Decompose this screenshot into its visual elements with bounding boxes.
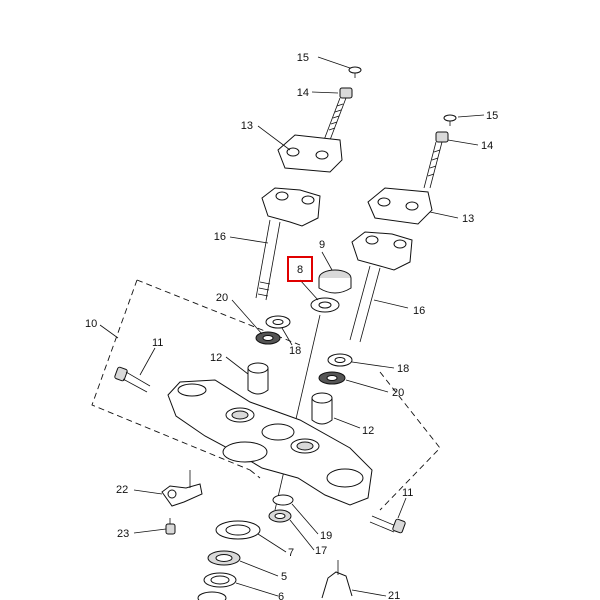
bracket-22 — [161, 470, 203, 507]
callout-10: 10 — [85, 318, 97, 330]
holder-upper-13-left — [277, 134, 343, 173]
washer-7 — [215, 520, 261, 540]
callout-7: 7 — [288, 547, 294, 559]
bolt-14-right — [423, 131, 449, 189]
damper-12-left — [247, 362, 269, 395]
callout-13-left: 13 — [241, 120, 253, 132]
callout-15-upper-right: 15 — [486, 110, 498, 122]
callout-23: 23 — [117, 528, 129, 540]
holder-lower-left — [261, 187, 321, 227]
callout-12-right: 12 — [362, 425, 374, 437]
callout-11-right: 11 — [402, 487, 413, 499]
assembly-boundary-dashed — [91, 279, 441, 511]
callout-16-right: 16 — [413, 305, 425, 317]
callout-20-left: 20 — [216, 292, 228, 304]
bushing-20-left — [255, 331, 281, 345]
upper-bracket — [167, 379, 373, 506]
washer-8 — [310, 297, 340, 313]
callout-9: 9 — [319, 239, 325, 251]
callout-5: 5 — [281, 571, 287, 583]
stud-bolt-16-right — [349, 265, 381, 343]
bolt-11-right — [369, 515, 406, 534]
bolt-23 — [165, 518, 176, 535]
bolt-14-left — [323, 87, 353, 141]
holder-lower-right — [351, 231, 413, 271]
center-axis-line — [274, 314, 321, 511]
highlight-box — [287, 256, 313, 282]
callout-11-left: 11 — [152, 337, 163, 349]
bolt-11-left — [114, 366, 151, 393]
cap-nut-9 — [318, 269, 352, 294]
callout-13-right: 13 — [462, 213, 474, 225]
callout-14-upper-left: 14 — [297, 87, 309, 99]
callout-20-right: 20 — [392, 387, 404, 399]
callout-8-highlighted[interactable]: 8 — [287, 256, 313, 282]
callout-15-upper-left: 15 — [297, 52, 309, 64]
callout-19: 19 — [320, 530, 332, 542]
washer-18-left — [265, 315, 291, 329]
nut-5 — [207, 550, 241, 566]
callout-21: 21 — [388, 590, 400, 600]
bearing-6 — [197, 572, 237, 600]
callout-12-left: 12 — [210, 352, 222, 364]
washer-18-right — [327, 353, 353, 367]
callout-17: 17 — [315, 545, 327, 557]
washer-19 — [272, 494, 294, 506]
bushing-20-right — [318, 371, 346, 385]
nut-17 — [268, 509, 292, 523]
cap-15-left — [348, 66, 362, 78]
leader-lines — [99, 56, 485, 597]
callout-6: 6 — [278, 591, 284, 600]
lower-bracket-21 — [321, 560, 353, 599]
callout-16-left: 16 — [214, 231, 226, 243]
cap-15-right — [443, 114, 457, 126]
callout-22: 22 — [116, 484, 128, 496]
stud-bolt-16-left — [255, 219, 281, 301]
holder-upper-13-right — [367, 187, 433, 225]
callout-8: 8 — [297, 264, 303, 276]
damper-12-right — [311, 392, 333, 425]
callout-18-right: 18 — [397, 363, 409, 375]
callout-18-left: 18 — [289, 345, 301, 357]
callout-14-upper-right: 14 — [481, 140, 493, 152]
